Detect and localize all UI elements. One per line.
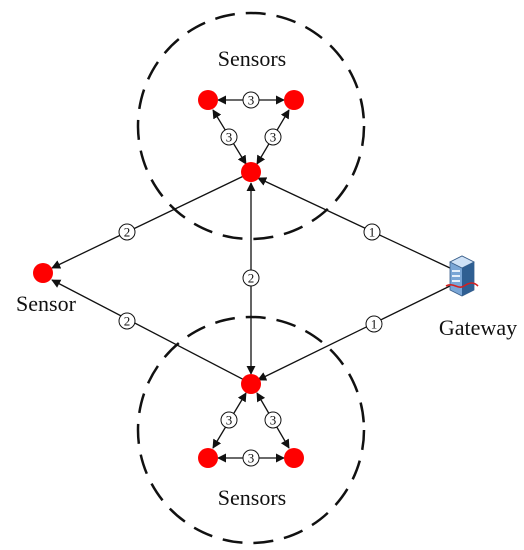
link-number-bottom-cluster-lower: 3 bbox=[242, 449, 260, 467]
sensor-node-top-center bbox=[241, 162, 261, 182]
sensors-bottom-label: Sensors bbox=[218, 485, 286, 510]
svg-text:3: 3 bbox=[248, 93, 255, 108]
link-number-top-cluster-left: 3 bbox=[220, 128, 238, 146]
sensor-node-top-left bbox=[198, 90, 218, 110]
svg-text:1: 1 bbox=[369, 225, 376, 240]
link-number-gw-bottom: 1 bbox=[365, 315, 383, 333]
sensor-node-bottom-center bbox=[241, 374, 261, 394]
link-top-to-left bbox=[51, 171, 253, 269]
link-number-top-cluster-upper: 3 bbox=[242, 91, 260, 109]
gateway-server-icon bbox=[445, 255, 479, 297]
link-number-gw-top: 1 bbox=[363, 223, 381, 241]
svg-text:2: 2 bbox=[124, 225, 131, 240]
link-gateway-to-top bbox=[257, 177, 451, 269]
svg-text:2: 2 bbox=[124, 314, 131, 329]
link-gateway-to-bottom bbox=[257, 285, 451, 381]
svg-text:3: 3 bbox=[226, 413, 233, 428]
svg-text:3: 3 bbox=[270, 130, 277, 145]
svg-text:3: 3 bbox=[248, 451, 255, 466]
svg-text:3: 3 bbox=[270, 413, 277, 428]
sensors-top-label: Sensors bbox=[218, 46, 286, 71]
sensor-node-bottom-right bbox=[284, 448, 304, 468]
svg-text:3: 3 bbox=[226, 130, 233, 145]
link-number-top-left: 2 bbox=[118, 223, 136, 241]
svg-text:1: 1 bbox=[371, 317, 378, 332]
sensor-node-bottom-left bbox=[198, 448, 218, 468]
top-cluster-boundary bbox=[136, 11, 366, 241]
link-number-top-cluster-right: 3 bbox=[264, 128, 282, 146]
link-number-bottom-left: 2 bbox=[118, 312, 136, 330]
link-number-bottom-cluster-left: 3 bbox=[220, 411, 238, 429]
sensor-left-label: Sensor bbox=[16, 291, 77, 316]
sensor-node-top-right bbox=[284, 90, 304, 110]
sensor-node-left bbox=[33, 263, 53, 283]
link-bottom-to-left bbox=[51, 279, 253, 385]
gateway-label: Gateway bbox=[439, 315, 517, 340]
link-number-bottom-cluster-right: 3 bbox=[264, 411, 282, 429]
svg-text:2: 2 bbox=[248, 271, 255, 286]
link-number-vertical: 2 bbox=[242, 269, 260, 287]
